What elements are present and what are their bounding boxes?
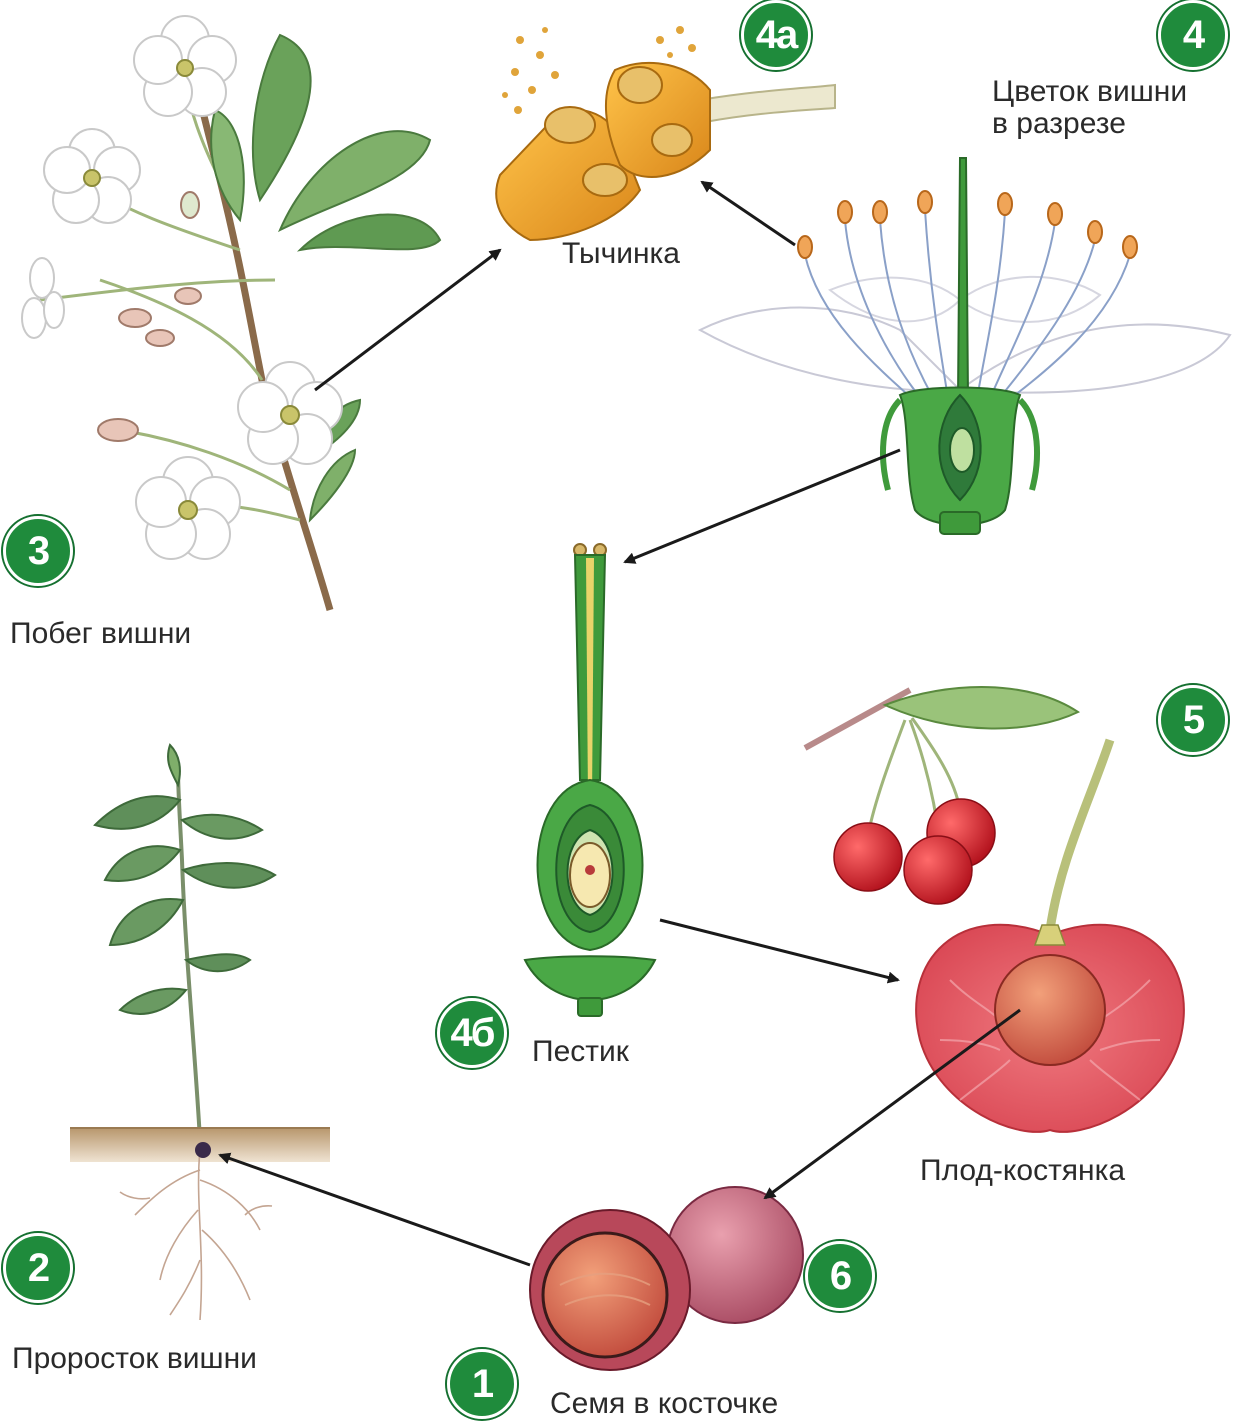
- stage-badge-4a: 4а: [741, 0, 811, 70]
- arrow-flower-to-pistil: [625, 450, 900, 562]
- stage-badge-2: 2: [3, 1233, 73, 1303]
- label-cherry-shoot: Побег вишни: [10, 618, 191, 650]
- stage-badge-4: 4: [1158, 0, 1228, 70]
- label-drupe-fruit: Плод-костянка: [920, 1155, 1125, 1187]
- stage-badge-1: 1: [447, 1349, 517, 1419]
- seed-in-stone-illustration: [530, 1187, 803, 1370]
- cherry-seedling-illustration: [70, 745, 330, 1320]
- cherry-shoot-illustration: [22, 16, 440, 610]
- arrow-pistil-to-fruit: [660, 920, 898, 980]
- arrow-flower-to-stamen: [702, 182, 795, 245]
- cherry-fruits-illustration: [805, 687, 1078, 904]
- stage-number-4: 4: [1183, 13, 1203, 58]
- stage-badge-5: 5: [1158, 685, 1228, 755]
- stage-badge-3: 3: [3, 516, 73, 586]
- stage-number-4a: 4а: [756, 13, 797, 58]
- stage-badge-6: 6: [805, 1241, 875, 1311]
- label-pistil: Пестик: [532, 1036, 629, 1068]
- label-cherry-seedling: Проросток вишни: [12, 1343, 257, 1375]
- stage-number-4b: 4б: [451, 1011, 494, 1056]
- label-stamen: Тычинка: [562, 238, 680, 270]
- label-flower-cross-section: Цветок вишни в разрезе: [992, 76, 1187, 139]
- stage-badge-4b: 4б: [437, 998, 507, 1068]
- stage-number-5: 5: [1183, 698, 1203, 743]
- pistil-illustration: [525, 544, 655, 1016]
- arrow-seed-to-seedling: [220, 1155, 530, 1265]
- stage-number-6: 6: [830, 1254, 850, 1299]
- stage-number-2: 2: [28, 1246, 48, 1291]
- label-seed-in-stone: Семя в косточке: [550, 1388, 778, 1420]
- stage-number-3: 3: [28, 529, 48, 574]
- stage-number-1: 1: [472, 1362, 492, 1407]
- arrow-shoot-to-stamen: [315, 250, 500, 390]
- flower-cross-section-illustration: [700, 158, 1230, 534]
